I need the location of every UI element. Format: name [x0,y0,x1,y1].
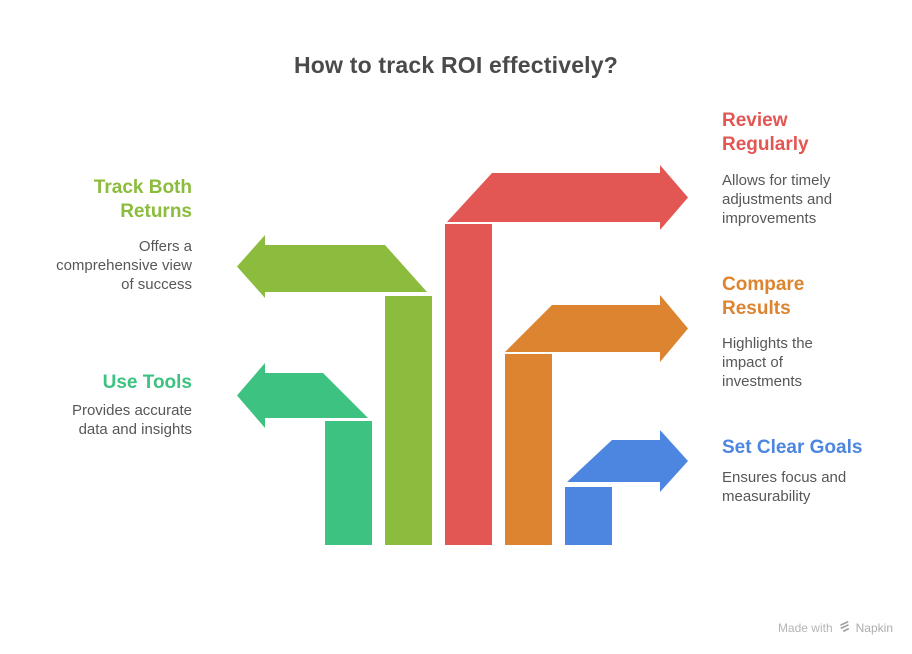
description-review-regularly: Allows for timely adjustments and improv… [722,172,833,227]
arrow-set-clear-goals [565,430,688,545]
arrow-use-tools [237,363,372,545]
arrow-track-both-returns [237,235,432,545]
heading-set-clear-goals: Set Clear Goals [722,437,863,458]
description-set-clear-goals: Ensures focus and measurability [722,469,847,505]
arrow-band-right-icon [505,295,688,362]
napkin-logo-icon [838,620,851,636]
arrow-band-right-icon [447,165,688,230]
description-use-tools: Provides accurate data and insights [71,402,192,438]
arrow-column [565,487,612,545]
arrow-review-regularly [445,165,688,545]
arrow-column [325,421,372,545]
description-compare-results: Highlights the impact of investments [722,335,813,390]
watermark-prefix-label: Made with [777,620,833,635]
heading-compare-results: Compare Results [722,274,805,319]
page-title: How to track ROI effectively? [293,52,619,78]
napkin-watermark[interactable]: Made with Napkin [778,619,893,636]
watermark-brand-label: Napkin [855,620,893,635]
heading-track-both-returns: Track Both Returns [93,177,192,222]
arrow-band-left-icon [237,363,368,428]
arrow-band-right-icon [567,430,688,492]
arrow-compare-results [505,295,688,545]
description-track-both-returns: Offers a comprehensive view of success [56,238,192,293]
arrow-column [445,224,492,545]
heading-use-tools: Use Tools [102,372,192,393]
arrow-column [505,354,552,545]
arrow-column [385,296,432,545]
arrow-band-left-icon [237,235,427,298]
heading-review-regularly: Review Regularly [722,110,809,155]
